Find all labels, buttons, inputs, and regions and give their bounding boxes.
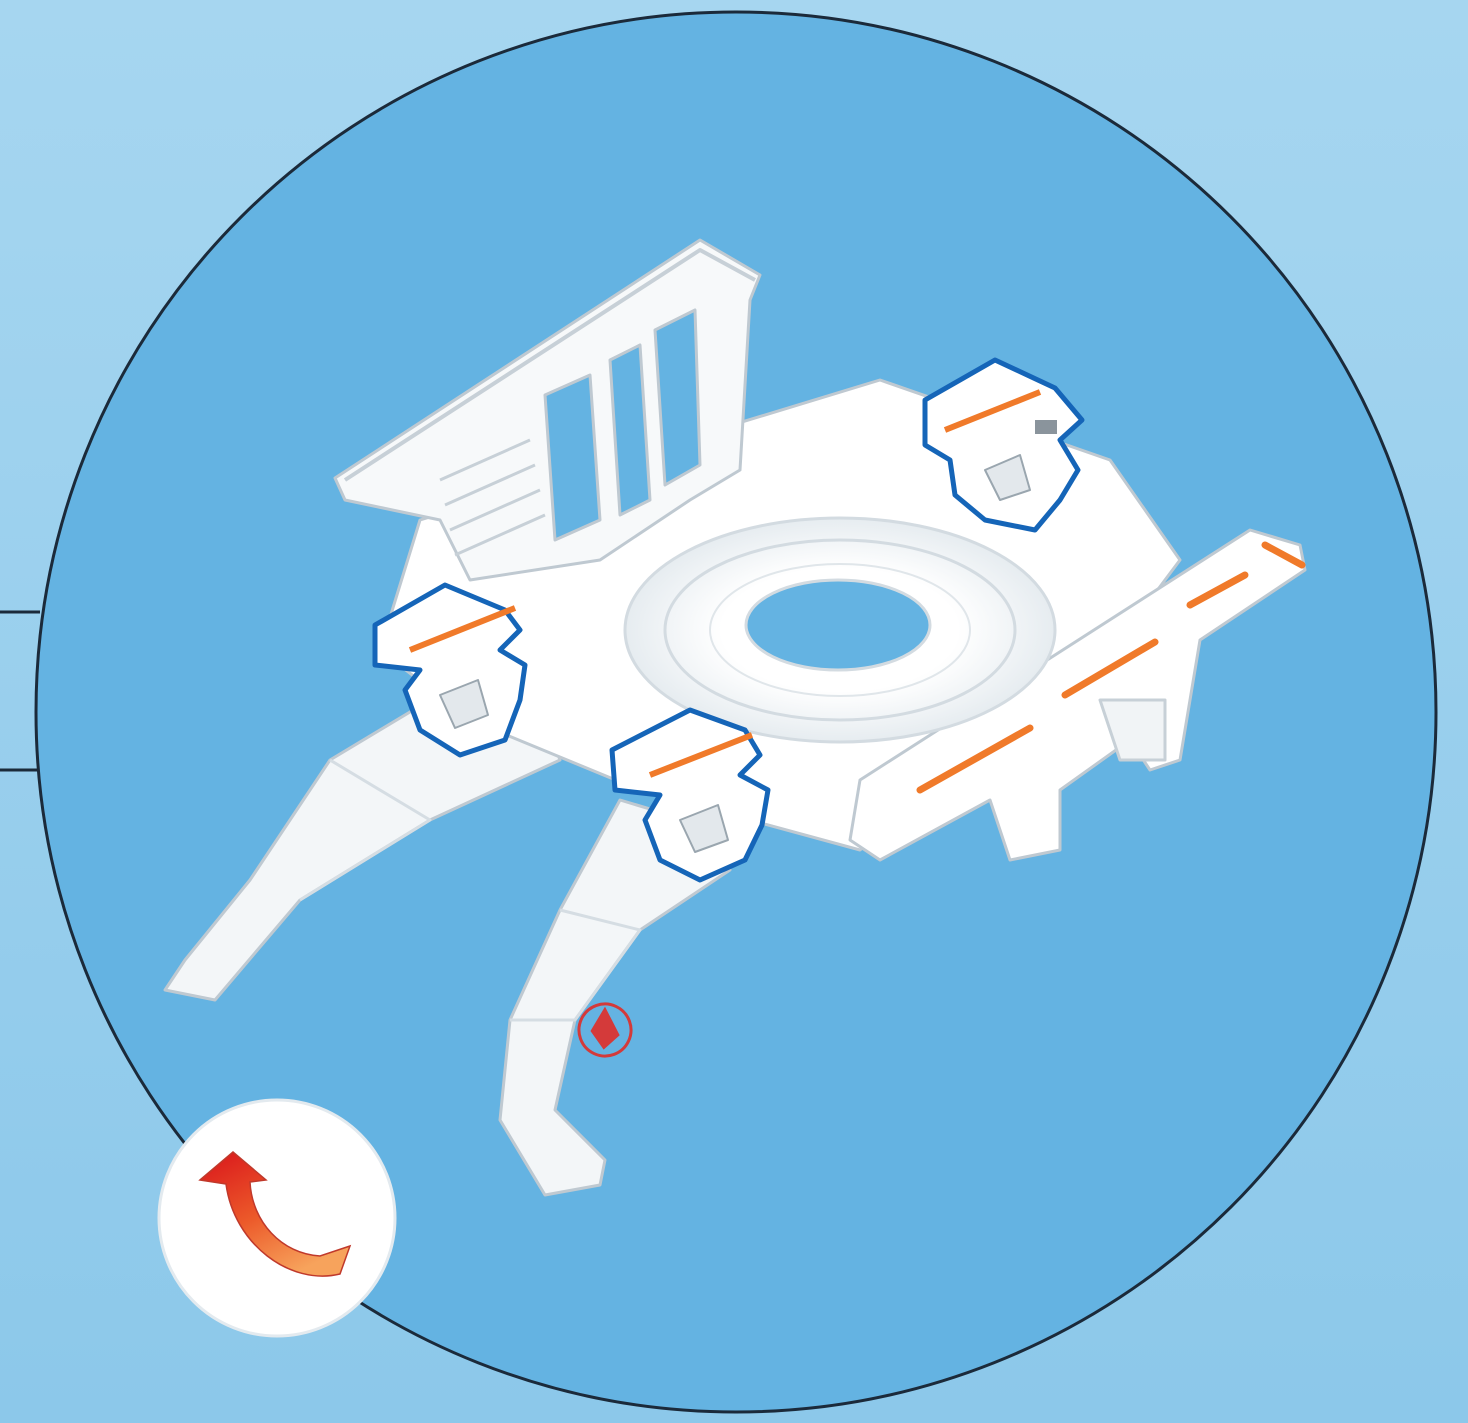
rotation-hint-badge (159, 1100, 395, 1336)
wall-opening (545, 375, 600, 540)
center-hole (746, 580, 930, 670)
